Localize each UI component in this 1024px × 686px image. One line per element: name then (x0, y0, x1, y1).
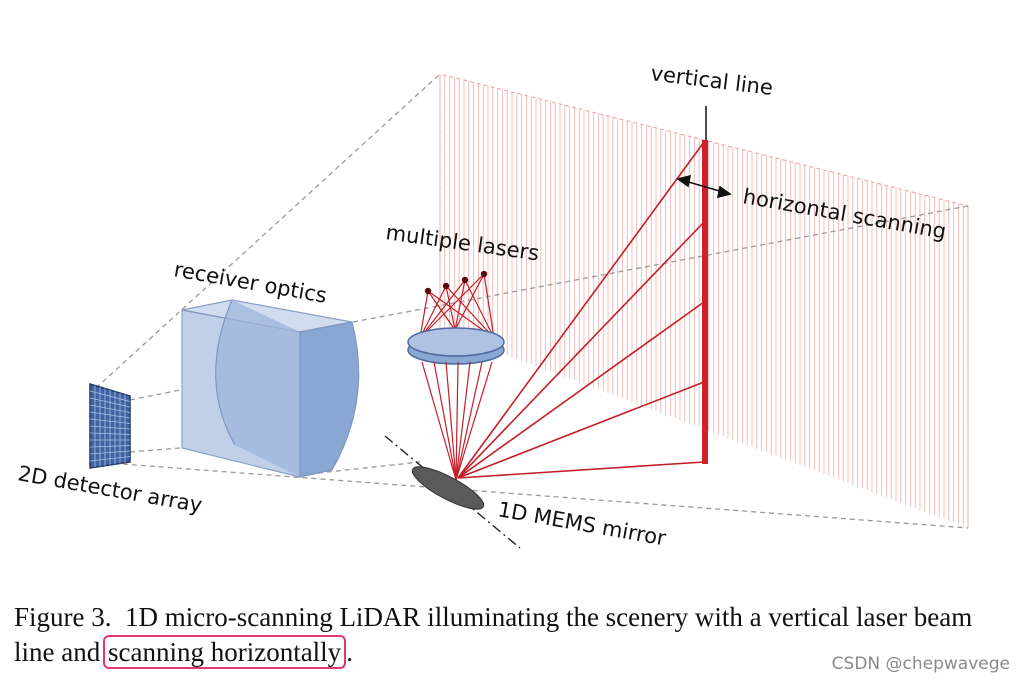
label-multiple-lasers: multiple lasers (384, 220, 540, 265)
detector-grid-row (89, 390, 131, 402)
emitter-beam (483, 273, 495, 339)
emitter-beam (419, 290, 429, 339)
detector-grid-row (89, 432, 131, 435)
lidar-diagram: vertical line horizontal scanning multip… (16, 61, 969, 550)
lens-beam (455, 361, 471, 481)
emitter-beam (454, 279, 466, 331)
fan-beam (457, 221, 705, 479)
caption-text: 1D micro-scanning LiDAR illuminating the… (14, 602, 973, 667)
detector-grid-row (89, 411, 131, 419)
fan-beam (457, 461, 705, 479)
lens-beam (455, 361, 483, 481)
laser-lens (407, 327, 505, 365)
label-vertical-line: vertical line (649, 61, 774, 100)
caption-highlighted-text: scanning horizontally (102, 635, 347, 669)
caption-prefix: Figure 3. (14, 602, 112, 632)
laser-emitter (461, 276, 469, 284)
figure-caption: Figure 3. 1D micro-scanning LiDAR illumi… (14, 600, 1004, 670)
detector-grid-row (89, 397, 131, 408)
label-mems-mirror: 1D MEMS mirror (496, 497, 668, 550)
label-receiver-optics: receiver optics (172, 257, 329, 308)
mems-mirror (411, 466, 485, 510)
detector-grid-row (89, 418, 131, 424)
caption-end: . (346, 637, 353, 667)
lens-beam (455, 361, 459, 481)
fan-beam (457, 141, 705, 479)
laser-emitter (424, 287, 432, 295)
detector-grid-row (89, 450, 131, 455)
watermark: CSDN @chepwavege (831, 654, 1010, 674)
fan-beam (457, 381, 705, 479)
horizontal-scan-arrow (676, 174, 732, 199)
detector-grid-row (89, 404, 131, 413)
emitter-beam (419, 279, 466, 339)
laser-emitter (480, 270, 488, 278)
detector-array (89, 382, 131, 469)
lens-beam (433, 361, 457, 481)
laser-emitter (442, 282, 450, 290)
lens-beams (421, 361, 493, 481)
emitter-beam (419, 285, 447, 339)
detector-grid-row (89, 425, 131, 430)
fan-beams (457, 141, 705, 479)
lens-beam (421, 361, 457, 481)
label-horizontal-scanning: horizontal scanning (741, 184, 948, 243)
detector-grid-row (89, 456, 131, 462)
vertical-laser-line (702, 106, 708, 464)
lens-beam (445, 361, 457, 481)
emitter-beam (419, 273, 485, 339)
fan-beam (457, 301, 705, 479)
label-detector-array: 2D detector array (16, 461, 204, 517)
laser-emitters (424, 270, 488, 295)
receiver-optics (181, 299, 360, 478)
emitter-beam (454, 273, 485, 331)
detector-grid-row (89, 445, 131, 448)
lens-beam (455, 361, 493, 481)
emitter-beam (464, 279, 495, 339)
